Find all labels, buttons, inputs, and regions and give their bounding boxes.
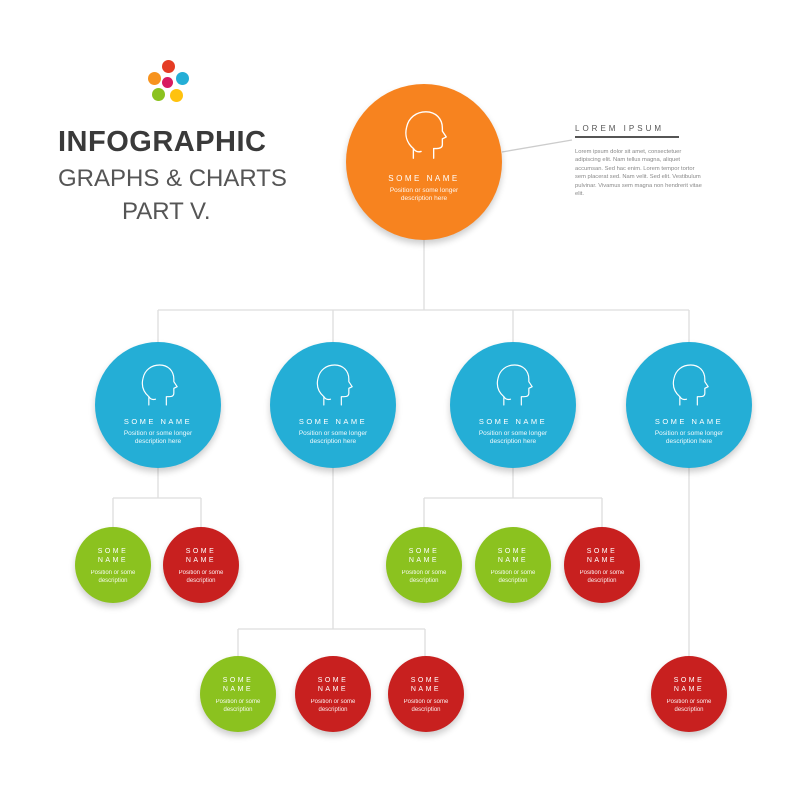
- node-name: SOME NAME: [185, 548, 217, 564]
- node-description: Position or some longer description here: [654, 430, 724, 445]
- node-name: SOME NAME: [673, 677, 705, 693]
- logo-dot: [176, 72, 189, 85]
- org-node-level3[interactable]: SOME NAME Position or some description: [475, 527, 551, 603]
- org-node-level3[interactable]: SOME NAME Position or some description: [388, 656, 464, 732]
- node-description: Position or some description: [490, 570, 536, 584]
- node-name: SOME NAME: [478, 417, 548, 426]
- person-icon: [141, 364, 178, 406]
- node-name: SOME NAME: [298, 417, 368, 426]
- node-name: SOME NAME: [654, 417, 724, 426]
- org-node-level2[interactable]: SOME NAME Position or some longer descri…: [626, 342, 752, 468]
- node-name: SOME NAME: [388, 174, 460, 183]
- page-title: INFOGRAPHIC: [58, 126, 267, 158]
- logo-dot: [162, 77, 173, 88]
- node-description: Position or some longer description here: [389, 187, 459, 202]
- node-name: SOME NAME: [410, 677, 442, 693]
- node-name: SOME NAME: [97, 548, 129, 564]
- org-node-level3[interactable]: SOME NAME Position or some description: [200, 656, 276, 732]
- org-node-level3[interactable]: SOME NAME Position or some description: [651, 656, 727, 732]
- node-description: Position or some description: [90, 570, 136, 584]
- node-name: SOME NAME: [123, 417, 193, 426]
- org-node-level3[interactable]: SOME NAME Position or some description: [386, 527, 462, 603]
- node-name: SOME NAME: [497, 548, 529, 564]
- org-node-level3[interactable]: SOME NAME Position or some description: [75, 527, 151, 603]
- page-subtitle-part: PART V.: [122, 198, 211, 225]
- logo-dot: [152, 88, 165, 101]
- logo: [140, 58, 200, 108]
- org-node-top[interactable]: SOME NAME Position or some longer descri…: [346, 84, 502, 240]
- node-description: Position or some description: [178, 570, 224, 584]
- page-subtitle: GRAPHS & CHARTS: [58, 165, 287, 192]
- side-note-title: LOREM IPSUM: [575, 124, 665, 133]
- node-description: Position or some description: [666, 699, 712, 713]
- person-icon: [496, 364, 533, 406]
- side-note-body: Lorem ipsum dolor sit amet, consectetuer…: [575, 148, 702, 198]
- side-note-rule: [575, 136, 679, 138]
- person-icon: [316, 364, 353, 406]
- connector-side-note: [501, 139, 573, 153]
- org-node-level2[interactable]: SOME NAME Position or some longer descri…: [270, 342, 396, 468]
- node-description: Position or some longer description here: [298, 430, 368, 445]
- logo-dot: [148, 72, 161, 85]
- node-name: SOME NAME: [222, 677, 254, 693]
- node-description: Position or some description: [215, 699, 261, 713]
- logo-dot: [162, 60, 175, 73]
- org-node-level2[interactable]: SOME NAME Position or some longer descri…: [95, 342, 221, 468]
- person-icon: [672, 364, 709, 406]
- side-note: LOREM IPSUM Lorem ipsum dolor sit amet, …: [575, 124, 705, 199]
- node-description: Position or some description: [310, 699, 356, 713]
- node-name: SOME NAME: [317, 677, 349, 693]
- node-description: Position or some longer description here: [478, 430, 548, 445]
- org-node-level3[interactable]: SOME NAME Position or some description: [295, 656, 371, 732]
- node-name: SOME NAME: [586, 548, 618, 564]
- person-icon: [405, 111, 447, 159]
- node-name: SOME NAME: [408, 548, 440, 564]
- node-description: Position or some description: [401, 570, 447, 584]
- org-node-level2[interactable]: SOME NAME Position or some longer descri…: [450, 342, 576, 468]
- org-node-level3[interactable]: SOME NAME Position or some description: [163, 527, 239, 603]
- node-description: Position or some description: [579, 570, 625, 584]
- org-node-level3[interactable]: SOME NAME Position or some description: [564, 527, 640, 603]
- logo-dot: [170, 89, 183, 102]
- node-description: Position or some description: [403, 699, 449, 713]
- node-description: Position or some longer description here: [123, 430, 193, 445]
